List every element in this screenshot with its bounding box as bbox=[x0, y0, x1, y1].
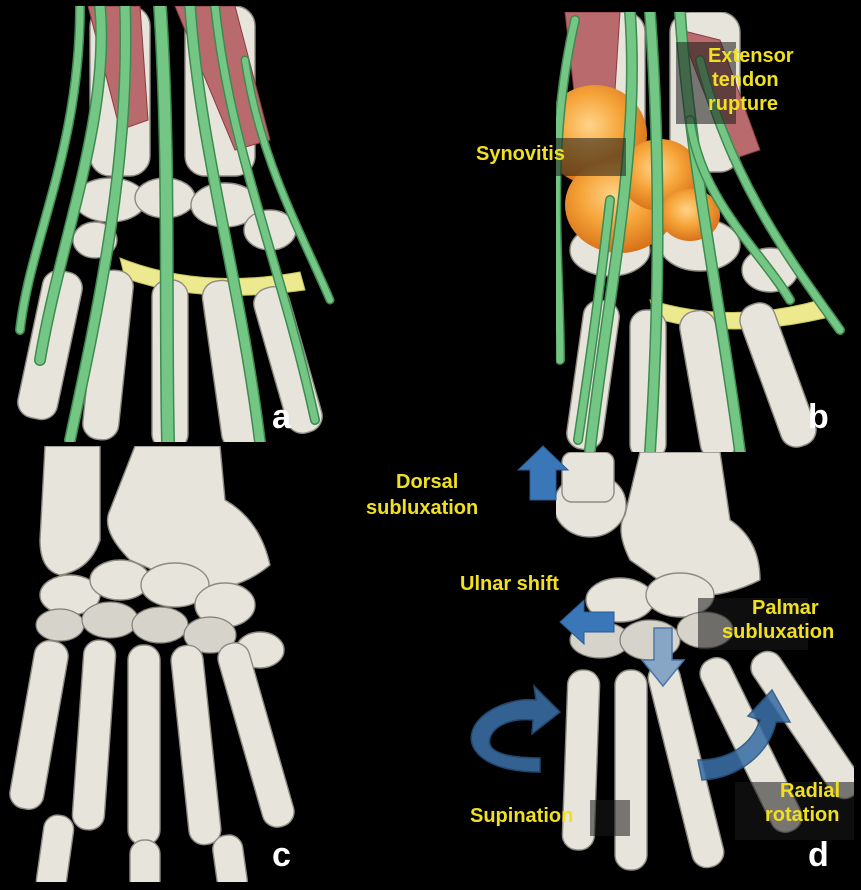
panel-b bbox=[536, 12, 854, 462]
panel-letter-c: c bbox=[272, 836, 291, 874]
panel-c bbox=[7, 446, 338, 890]
panel-letter-d: d bbox=[808, 836, 829, 874]
label-supination: Supination bbox=[470, 805, 573, 827]
label-ulnar-shift: Ulnar shift bbox=[460, 573, 559, 595]
panel-letter-b: b bbox=[808, 398, 829, 436]
label-synovitis: Synovitis bbox=[476, 143, 565, 165]
panel-letter-a: a bbox=[272, 398, 292, 436]
panel-a bbox=[8, 6, 336, 452]
